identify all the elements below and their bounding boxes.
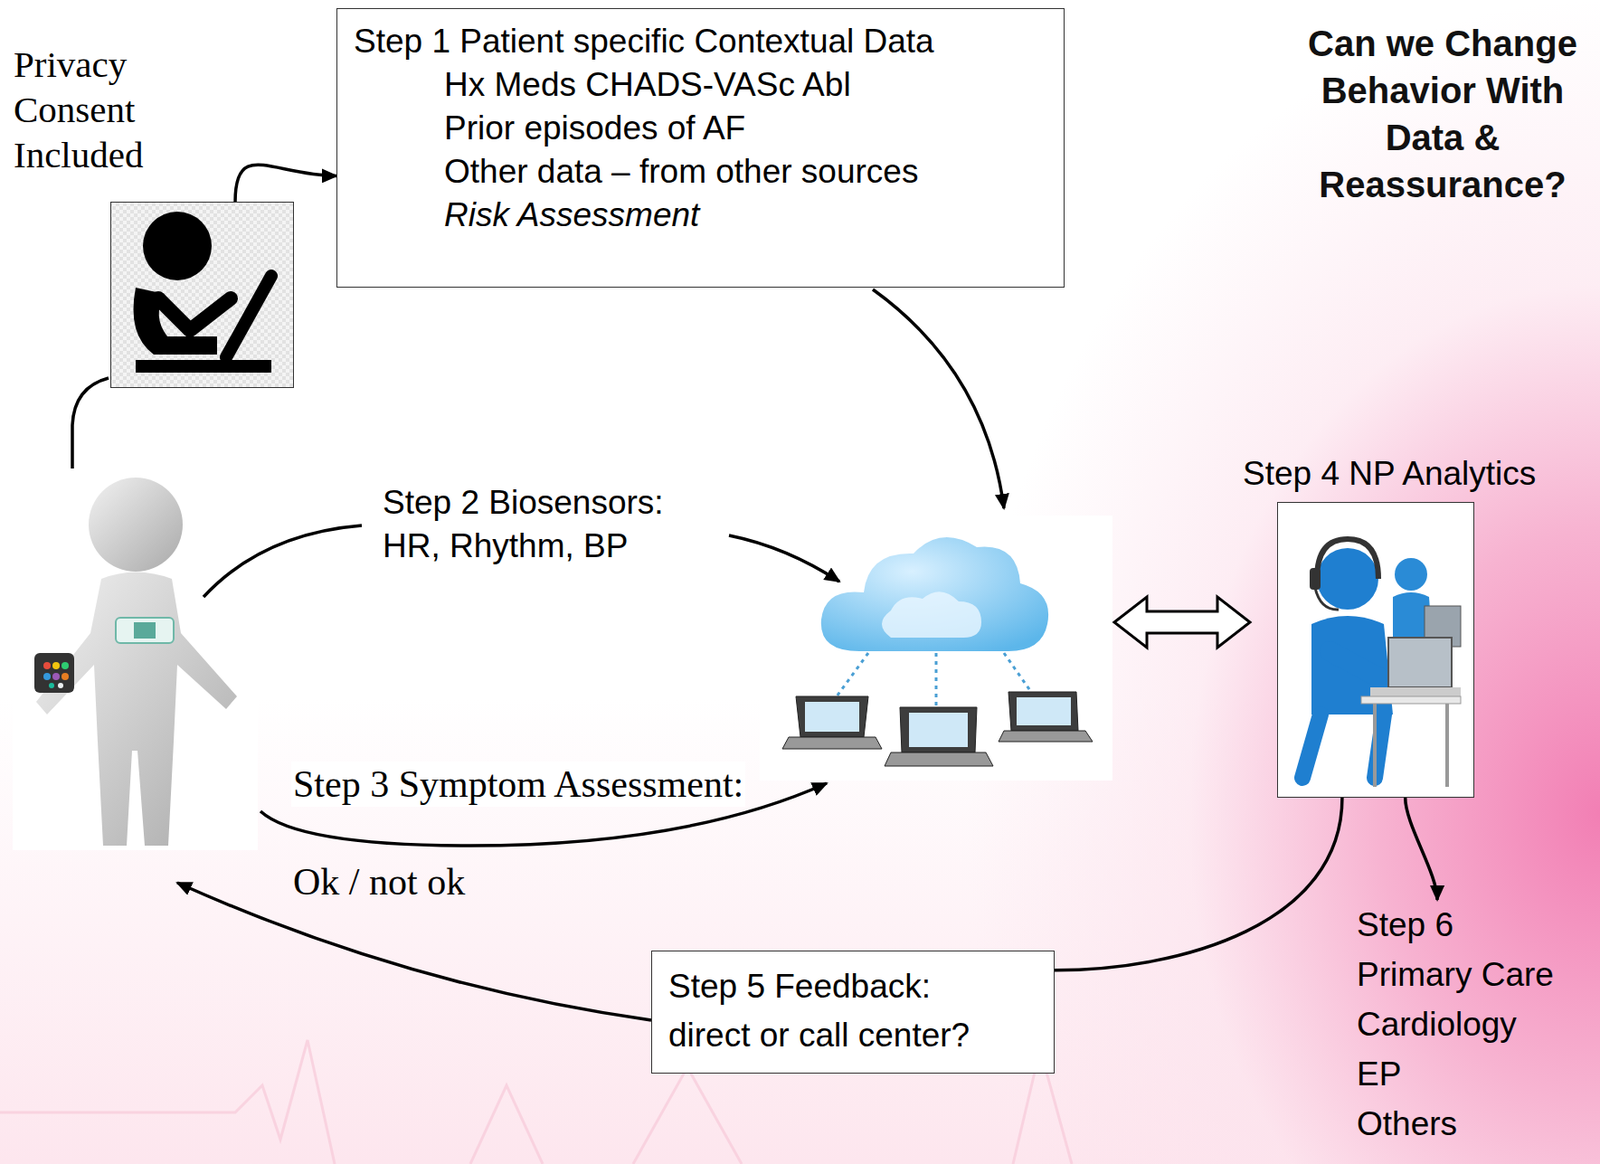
- flow-lines: [872, 289, 1004, 509]
- node-text: Step 1 Patient specific Contextual Data: [353, 19, 1048, 64]
- node-text: Cardiology: [1356, 999, 1594, 1050]
- cloud-network: [782, 691, 1093, 767]
- cloud-network: [935, 653, 938, 706]
- node-text: Step 6: [1356, 899, 1594, 950]
- consent-icon-box: Privacy Consent Included: [110, 201, 294, 389]
- flow-lines: [203, 525, 362, 597]
- flow-label: Ok / not ok: [293, 859, 465, 905]
- consent-icon: [111, 202, 294, 388]
- analytics-box: Step 4 NP Analytics: [1277, 501, 1475, 798]
- cloud-network: [795, 696, 869, 738]
- analytics-staff: [1302, 714, 1384, 778]
- context-data-box: Step 1 Patient specific Contextual DataH…: [336, 8, 1065, 288]
- cloud-network: [804, 697, 1071, 748]
- patient-figure: [43, 672, 51, 681]
- analytics-staff: [1315, 587, 1339, 610]
- cloud-network: [782, 737, 882, 749]
- analytics-staff: [1316, 539, 1379, 579]
- flow-lines: [177, 882, 652, 1021]
- analytics-staff: [1329, 651, 1398, 688]
- node-text: EP: [1356, 1049, 1594, 1099]
- cloud-network: [804, 701, 860, 732]
- cloud-network: [759, 515, 1113, 781]
- analytics-staff: [1316, 548, 1379, 610]
- flow-lines: [72, 289, 1004, 1021]
- analytics-staff: [1278, 502, 1474, 797]
- cloud-network: [899, 707, 977, 753]
- cloud-network: [908, 712, 968, 748]
- node-text: Others: [1356, 1098, 1594, 1149]
- patient-figure: [34, 653, 75, 693]
- double-arrow: [1114, 596, 1250, 648]
- analytics-staff: [1370, 687, 1461, 697]
- analytics-staff: [1278, 502, 1474, 797]
- patient-figure: [36, 572, 237, 847]
- patient-figure: [61, 672, 69, 681]
- connector: [1405, 797, 1438, 900]
- cloud-network: [881, 591, 982, 638]
- patient-figure: [88, 477, 183, 572]
- cloud-network: [884, 752, 994, 767]
- connector: [1054, 797, 1343, 971]
- cloud-network: [1016, 697, 1071, 726]
- flow-label: Step 2 Biosensors: HR, Rhythm, BP: [382, 481, 691, 569]
- patient-figure: [48, 682, 55, 689]
- patient-figure: [57, 682, 64, 689]
- care-list: Step 6Primary CareCardiologyEPOthers: [1356, 899, 1594, 1149]
- analytics-staff: [1374, 703, 1448, 787]
- cloud-network: [836, 653, 869, 697]
- patient-figure: [43, 662, 51, 670]
- node-text: Risk Assessment: [353, 193, 1048, 237]
- node-text: Step 4 NP Analytics: [1242, 454, 1536, 494]
- cloud-network: [1003, 653, 1032, 692]
- consent-icon: [226, 275, 272, 358]
- consent-icon: [142, 211, 212, 281]
- analytics-staff: [1361, 696, 1461, 704]
- analytics-staff: [1388, 637, 1452, 688]
- analytics-staff: [1394, 558, 1428, 591]
- patient-figure: [12, 471, 258, 851]
- patient-figure: [133, 622, 156, 639]
- consent-icon: [135, 359, 272, 373]
- cloud-network: [998, 730, 1093, 742]
- flow-label: Step 3 Symptom Assessment:: [291, 761, 746, 807]
- patient-figure: [12, 471, 258, 851]
- connector: [235, 164, 337, 202]
- node-text: Hx Meds CHADS-VASc Abl: [353, 63, 1048, 107]
- feedback-box: Step 5 Feedback: direct or call center?: [651, 950, 1055, 1074]
- patient-figure: [52, 662, 60, 670]
- cloud-network: [821, 537, 1049, 652]
- node-text: Primary Care: [1356, 949, 1594, 1000]
- node-text: Other data – from other sources: [353, 150, 1048, 194]
- flow-lines: [728, 535, 840, 582]
- node-text: Privacy Consent Included: [13, 41, 186, 178]
- node-text: Step 5 Feedback: direct or call center?: [668, 962, 1004, 1061]
- patient-figure: [52, 672, 60, 681]
- cloud-network: [759, 515, 1113, 781]
- patient-figure: [61, 662, 69, 670]
- flow-lines: [72, 378, 109, 469]
- analytics-staff: [1309, 568, 1321, 590]
- node-text: Prior episodes of AF: [353, 106, 1048, 151]
- cloud-network: [1008, 691, 1079, 731]
- consent-icon: [158, 298, 231, 331]
- patient-figure: [115, 617, 174, 644]
- consent-icon: [111, 202, 294, 388]
- slide-title: Can we Change Behavior With Data & Reass…: [1302, 19, 1583, 209]
